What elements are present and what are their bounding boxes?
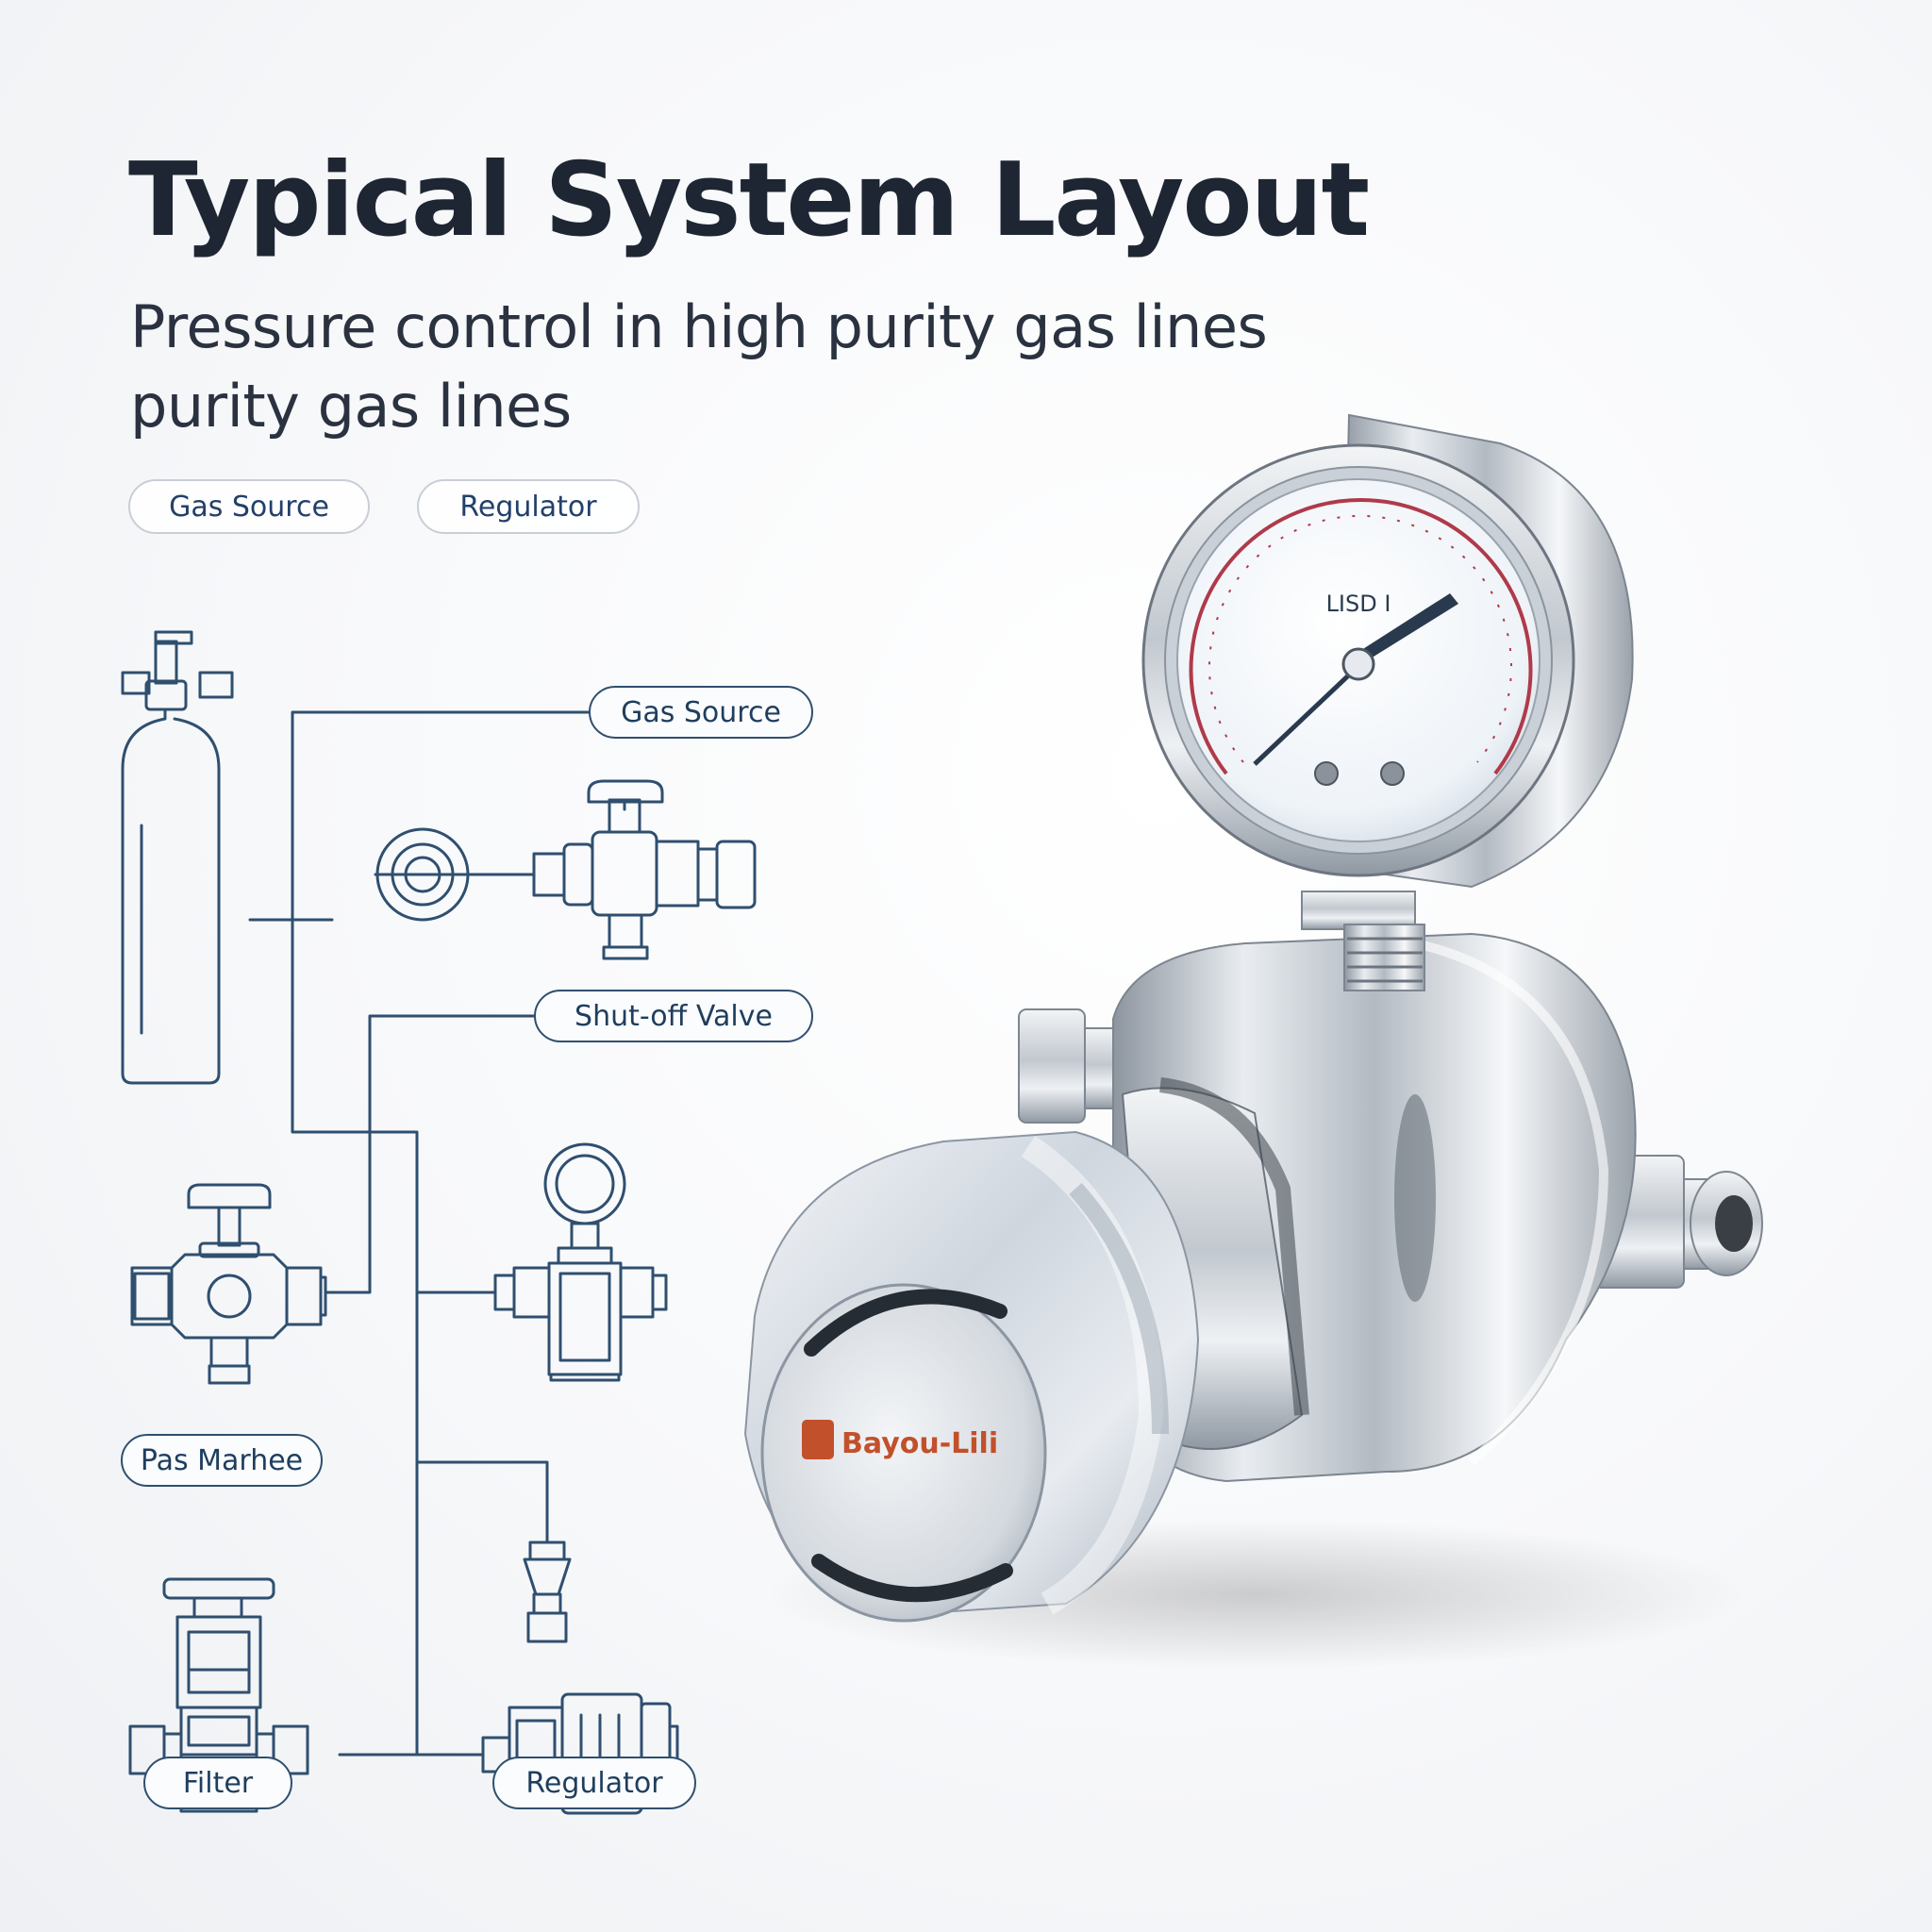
chip-gas-source[interactable]: Gas Source: [128, 479, 370, 534]
tag-gas-source: Gas Source: [589, 686, 813, 739]
page-title: Typical System Layout: [128, 142, 1370, 259]
tag-filter: Filter: [143, 1757, 292, 1809]
gas-cylinder-icon: [121, 630, 234, 1085]
gauge-stem: [1301, 891, 1425, 991]
pipe-lines: [248, 710, 591, 1757]
tag-pas-marhee: Pas Marhee: [121, 1434, 323, 1487]
page-subtitle: Pressure control in high purity gas line…: [130, 292, 1268, 441]
gauge-regulator-icon: [493, 1142, 668, 1382]
chip-regulator[interactable]: Regulator: [417, 479, 640, 534]
adjusting-knob: Bayou-Lili: [743, 1130, 1200, 1623]
tag-regulator: Regulator: [492, 1757, 696, 1809]
pressure-gauge: LISD I: [1141, 413, 1634, 889]
tag-shutoff-valve: Shut-off Valve: [534, 990, 813, 1042]
gauge-face-text: LISD I: [1326, 591, 1391, 617]
shutoff-valve-icon: [375, 779, 757, 960]
ball-valve-icon: [130, 1183, 327, 1385]
brand-logo-text: Bayou-Lili: [841, 1427, 998, 1460]
